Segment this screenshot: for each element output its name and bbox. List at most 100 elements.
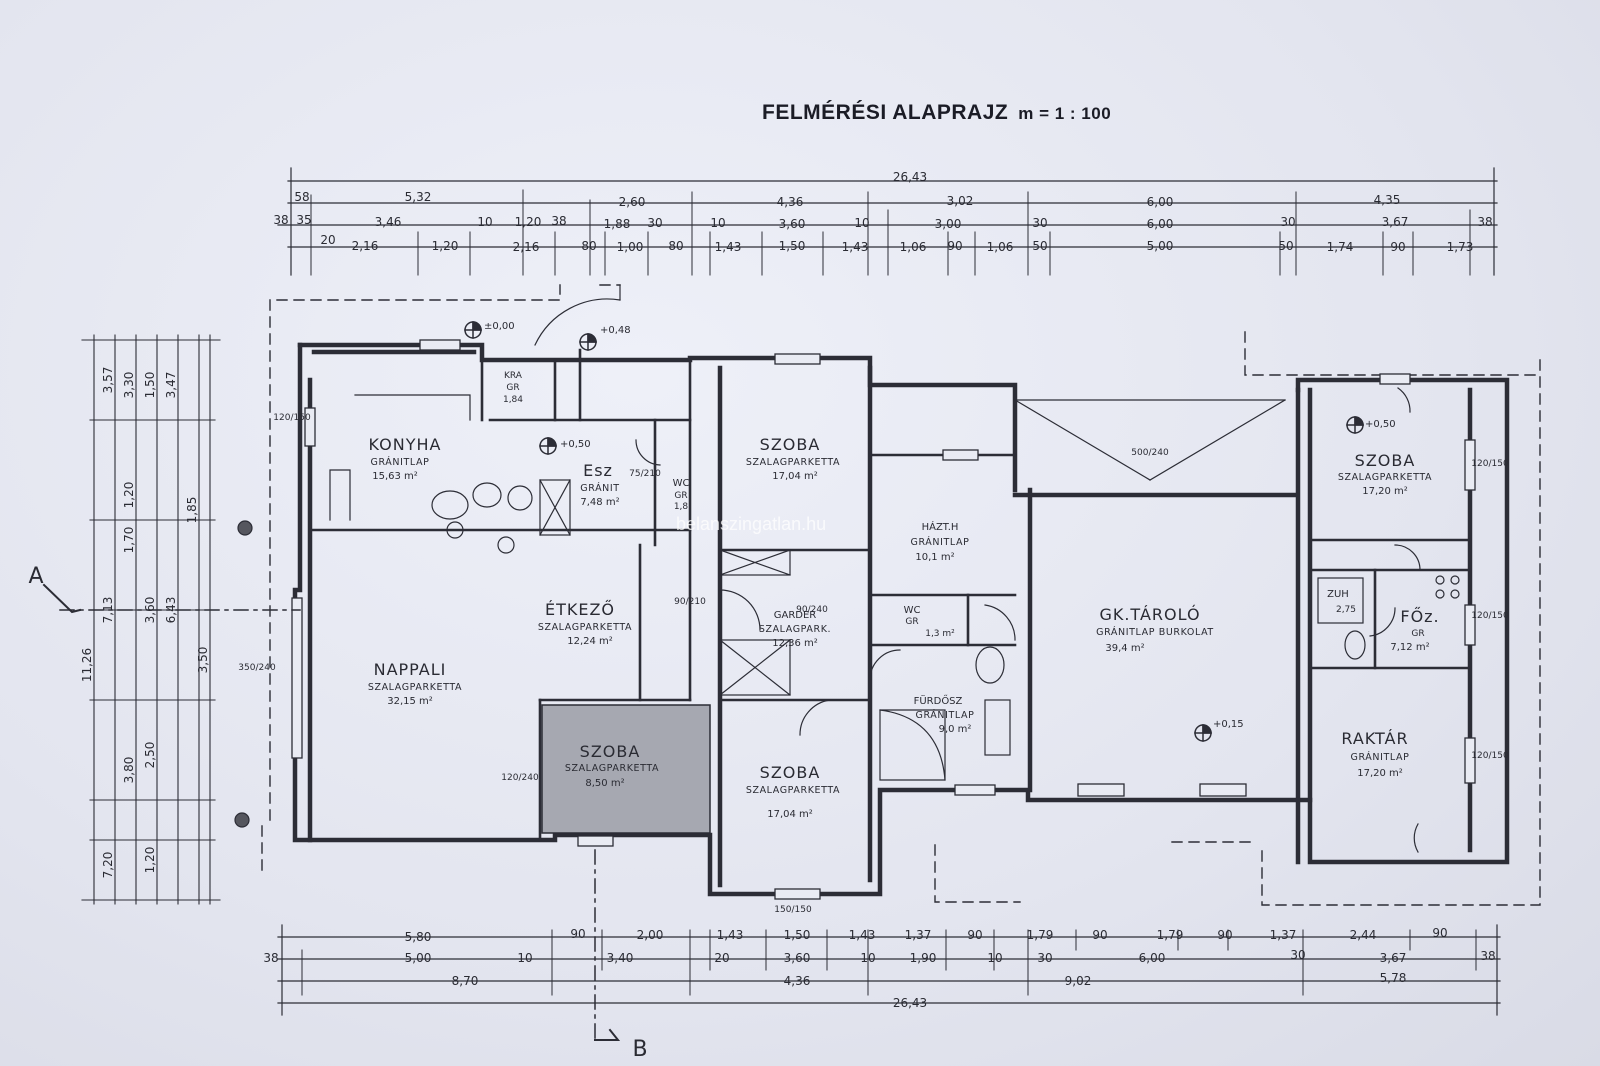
- dim: 3,60: [779, 217, 806, 231]
- room-wc-2: WC GR 1,3 m²: [904, 605, 956, 639]
- dim: 30: [1290, 948, 1305, 962]
- fixtures: [234, 394, 1460, 828]
- dim: 6,43: [164, 597, 178, 624]
- dim: 1,37: [1270, 928, 1297, 942]
- dim: 1,20: [122, 482, 136, 509]
- room-szoba-south: SZOBA SZALAGPARKETTA 17,04 m²: [746, 763, 840, 820]
- dim: 10: [517, 951, 532, 965]
- dim: 90: [967, 928, 982, 942]
- room-szoba-north: SZOBA SZALAGPARKETTA 17,04 m²: [746, 435, 840, 482]
- room-floor: GR: [506, 383, 519, 393]
- dim: 5,32: [405, 190, 432, 204]
- dim: 1,79: [1157, 928, 1184, 942]
- room-floor: GRÁNITLAP: [1351, 751, 1410, 763]
- dim: 5,78: [1380, 971, 1407, 985]
- dim: 10: [860, 951, 875, 965]
- opening-label: 120/150: [1471, 459, 1509, 469]
- room-floor: SZALAGPARKETTA: [565, 763, 659, 774]
- dim: 50: [1032, 239, 1047, 253]
- level-markers: [464, 321, 1364, 742]
- dim: 10: [854, 216, 869, 230]
- room-floor: GRÁNITLAP: [371, 456, 430, 468]
- room-name: KRA: [504, 371, 523, 381]
- room-area: 10,1 m²: [915, 552, 954, 563]
- room-area: 1,3 m²: [925, 629, 955, 639]
- dim: 90: [1217, 928, 1232, 942]
- dim: 3,80: [122, 757, 136, 784]
- room-area: 7,12 m²: [1390, 642, 1429, 653]
- dim: 1,50: [779, 239, 806, 253]
- room-area: 17,04 m²: [767, 809, 813, 820]
- room-name: Esz: [583, 461, 613, 480]
- dim: 30: [1280, 215, 1295, 229]
- dim: 38: [1480, 949, 1495, 963]
- dim: 38: [551, 214, 566, 228]
- interior-walls: [308, 348, 1472, 842]
- dim: 2,44: [1350, 928, 1377, 942]
- room-raktar: RAKTÁR GRÁNITLAP 17,20 m²: [1341, 729, 1409, 779]
- dim: 11,26: [80, 648, 94, 682]
- room-hazth: HÁZT.H GRÁNITLAP 10,1 m²: [911, 520, 969, 563]
- opening-label: 120/150: [1471, 751, 1509, 761]
- dim: 1,90: [910, 951, 937, 965]
- opening-label: 120/150: [1471, 611, 1509, 621]
- dim: 3,40: [607, 951, 634, 965]
- room-floor: SZALAGPARKETTA: [368, 682, 462, 693]
- watermark: belanszingatlan.hu: [676, 514, 827, 534]
- dim: 6,00: [1147, 217, 1174, 231]
- dim: 1,43: [849, 928, 876, 942]
- dim: 7,13: [101, 597, 115, 624]
- room-floor: SZALAGPARKETTA: [1338, 472, 1432, 483]
- dim: 20: [320, 233, 335, 247]
- top-dimension-lines: [277, 167, 1498, 276]
- dim: 3,67: [1382, 215, 1409, 229]
- room-area: 17,04 m²: [772, 471, 818, 482]
- dim: 90: [1092, 928, 1107, 942]
- room-name: KONYHA: [369, 435, 442, 454]
- room-name: SZOBA: [1355, 451, 1416, 470]
- room-area: 8,50 m²: [585, 778, 624, 789]
- room-name: RAKTÁR: [1341, 729, 1408, 748]
- room-area: 32,15 m²: [387, 696, 433, 707]
- dim: 3,57: [101, 367, 115, 394]
- dim: 90: [1390, 240, 1405, 254]
- room-area: 17,20 m²: [1357, 768, 1403, 779]
- dim: 3,67: [1380, 951, 1407, 965]
- room-nappali: NAPPALI SZALAGPARKETTA 32,15 m²: [368, 660, 462, 707]
- dim: 1,20: [432, 239, 459, 253]
- dim: 9,02: [1065, 974, 1092, 988]
- room-name: FÜRDŐSZ: [914, 693, 963, 707]
- room-name: SZOBA: [760, 763, 821, 782]
- room-name: SZOBA: [760, 435, 821, 454]
- dim: 1,00: [617, 240, 644, 254]
- dim: 4,35: [1374, 193, 1401, 207]
- section-cut-line: [59, 609, 596, 1041]
- dim: 90: [947, 239, 962, 253]
- room-area: 15,63 m²: [372, 471, 418, 482]
- room-zuh: ZUH 2,75: [1327, 589, 1356, 615]
- dim: 6,00: [1139, 951, 1166, 965]
- opening-label: 120/240: [501, 773, 539, 783]
- dim: 90: [1432, 926, 1447, 940]
- dim: 3,30: [122, 372, 136, 399]
- dim: 1,06: [900, 240, 927, 254]
- level-label: ±0,00: [484, 321, 515, 332]
- room-area: 17,20 m²: [1362, 486, 1408, 497]
- level-label: +0,15: [1213, 719, 1244, 730]
- section-label-b: B: [632, 1037, 647, 1062]
- level-label: +0,50: [560, 439, 591, 450]
- top-dimensions: 26,43 58 5,32 2,60 4,36 3,02 6,00 4,35 3…: [273, 170, 1492, 254]
- room-floor: GRÁNITLAP: [916, 709, 975, 721]
- room-area: 1,84: [503, 395, 523, 405]
- room-name: FŐz.: [1400, 606, 1439, 626]
- dim: 38: [263, 951, 278, 965]
- room-floor: SZALAGPARKETTA: [538, 622, 632, 633]
- room-floor: SZALAGPARK.: [759, 624, 831, 635]
- left-dimensions: 3,57 3,30 3,47 1,20 1,70 7,13 3,60 6,43 …: [80, 367, 210, 879]
- opening-label: 150/150: [774, 905, 812, 915]
- room-floor: GRÁNIT: [580, 482, 619, 494]
- dim: 6,00: [1147, 195, 1174, 209]
- dim: 7,20: [101, 852, 115, 879]
